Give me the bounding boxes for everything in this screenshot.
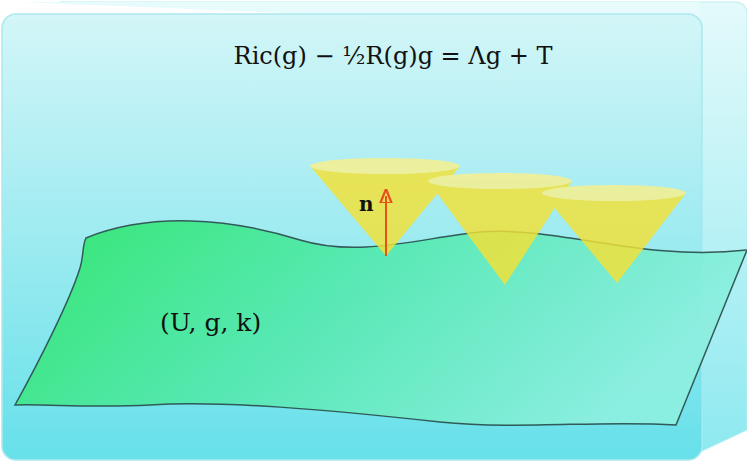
surface-label: (U, g, k) (160, 308, 261, 337)
field-equation: Ric(g) − ½R(g)g = Λg + T (234, 42, 553, 70)
